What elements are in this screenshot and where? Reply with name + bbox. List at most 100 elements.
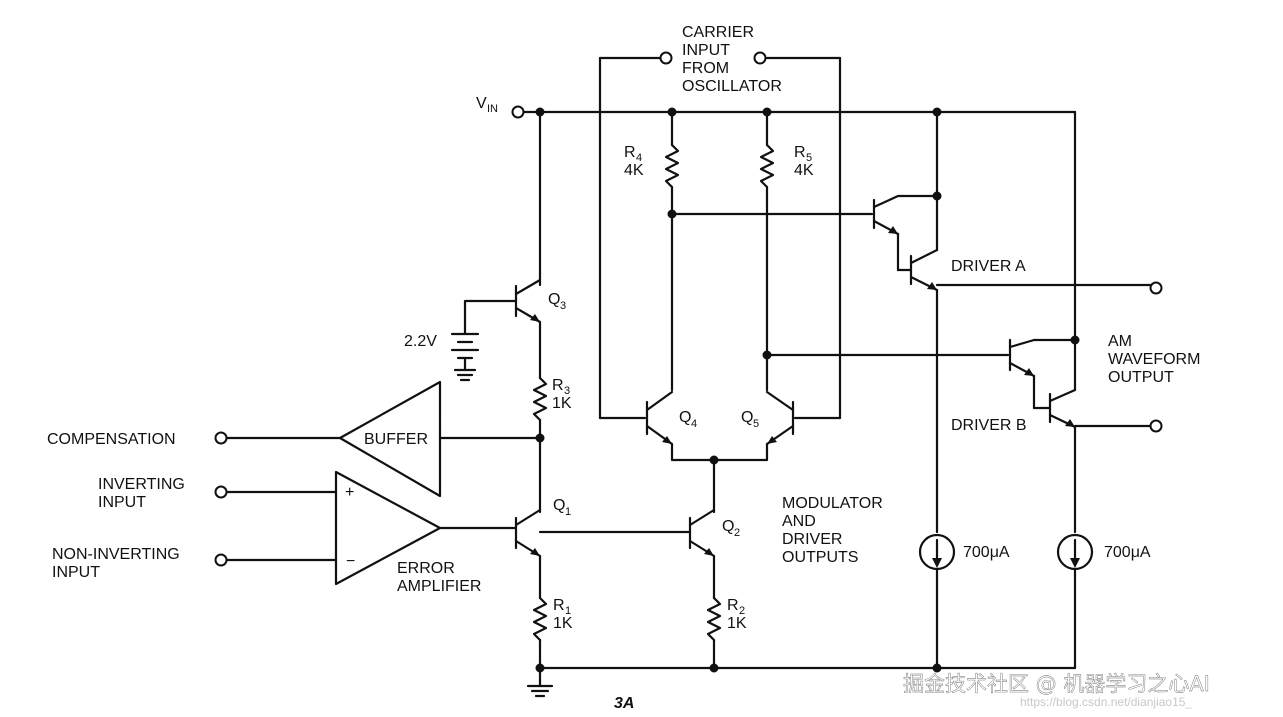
inverting-input-terminal[interactable]	[214, 485, 228, 499]
svg-text:MODULATOR: MODULATOR	[782, 495, 883, 512]
inverting-label: INVERTING INPUT	[98, 476, 185, 511]
svg-text:AM: AM	[1108, 333, 1132, 350]
svg-text:INPUT: INPUT	[52, 564, 100, 581]
svg-text:NON-INVERTING: NON-INVERTING	[52, 546, 180, 563]
q5-transistor	[765, 390, 795, 446]
q4-label: Q 4	[679, 409, 697, 430]
am-output-label: AM WAVEFORM OUTPUT	[1108, 333, 1200, 386]
svg-text:R: R	[552, 377, 564, 394]
r4-label: R 4 4K	[624, 144, 644, 179]
svg-text:OUTPUT: OUTPUT	[1108, 369, 1174, 386]
svg-text:4K: 4K	[794, 162, 814, 179]
svg-text:IN: IN	[487, 103, 498, 115]
r2-resistor	[706, 554, 722, 670]
q2-label: Q 2	[722, 518, 740, 539]
buffer-label: BUFFER	[364, 431, 428, 448]
noninverting-label: NON-INVERTING INPUT	[52, 546, 180, 581]
compensation-label: COMPENSATION	[47, 431, 176, 448]
r2-label: R 2 1K	[727, 597, 747, 632]
r5-resistor	[759, 110, 775, 392]
current-source-b	[1056, 425, 1094, 670]
battery-label: 2.2V	[404, 333, 437, 350]
r1-label: R 1 1K	[553, 597, 573, 632]
r1-resistor	[532, 554, 548, 688]
driver-b-output-terminal[interactable]	[1149, 419, 1163, 433]
buffer-amplifier	[214, 380, 542, 498]
driver-a-label: DRIVER A	[951, 258, 1026, 275]
minus-sign: −	[346, 553, 355, 570]
watermark-url: https://blog.csdn.net/dianjiao15_	[1020, 695, 1192, 709]
svg-text:2: 2	[734, 527, 740, 539]
modulator-label: MODULATOR AND DRIVER OUTPUTS	[782, 495, 883, 566]
svg-text:3: 3	[564, 385, 570, 397]
q1-label: Q 1	[553, 497, 571, 518]
svg-text:1K: 1K	[552, 395, 572, 412]
r5-label: R 5 4K	[794, 144, 814, 179]
svg-text:OSCILLATOR: OSCILLATOR	[682, 78, 782, 95]
q5-label: Q 5	[741, 409, 759, 430]
vin-terminal[interactable]	[511, 105, 525, 119]
battery-2v2	[450, 332, 480, 382]
plus-sign: +	[345, 484, 354, 501]
svg-text:Q: Q	[548, 291, 560, 308]
q1-transistor	[438, 508, 542, 558]
svg-text:1K: 1K	[553, 615, 573, 632]
svg-text:R: R	[553, 597, 565, 614]
noninverting-input-terminal[interactable]	[214, 553, 228, 567]
svg-text:V: V	[476, 95, 487, 112]
vin-label: V IN	[476, 95, 498, 115]
svg-text:Q: Q	[679, 409, 691, 426]
driver-b-label: DRIVER B	[951, 417, 1027, 434]
svg-text:AND: AND	[782, 513, 816, 530]
svg-text:INVERTING: INVERTING	[98, 476, 185, 493]
svg-text:OUTPUTS: OUTPUTS	[782, 549, 858, 566]
svg-text:4K: 4K	[624, 162, 644, 179]
svg-text:R: R	[794, 144, 806, 161]
svg-text:1: 1	[565, 605, 571, 617]
svg-text:R: R	[624, 144, 636, 161]
svg-text:DRIVER: DRIVER	[782, 531, 842, 548]
svg-text:INPUT: INPUT	[98, 494, 146, 511]
watermark-text: 掘金技术社区 @ 机器学习之心AI	[903, 672, 1210, 696]
q3-label: Q 3	[548, 291, 566, 312]
current-b-label: 700μA	[1104, 544, 1151, 561]
svg-text:R: R	[727, 597, 739, 614]
current-source-a	[918, 288, 956, 670]
driver-a-darlington	[872, 110, 1163, 295]
svg-text:CARRIER: CARRIER	[682, 24, 754, 41]
error-amp-label: ERROR AMPLIFIER	[397, 560, 481, 595]
q2-transistor	[538, 508, 716, 558]
svg-text:WAVEFORM: WAVEFORM	[1108, 351, 1200, 368]
svg-text:5: 5	[753, 418, 759, 430]
r4-resistor	[664, 110, 680, 392]
q3-transistor	[463, 278, 542, 335]
driver-b-darlington	[1008, 110, 1163, 433]
svg-text:4: 4	[636, 152, 642, 164]
carrier-terminal-left[interactable]	[659, 51, 673, 65]
svg-text:Q: Q	[741, 409, 753, 426]
svg-text:INPUT: INPUT	[682, 42, 730, 59]
vin-rail	[522, 110, 1077, 287]
svg-text:1: 1	[565, 506, 571, 518]
svg-text:FROM: FROM	[682, 60, 729, 77]
svg-text:1K: 1K	[727, 615, 747, 632]
junction-dots	[535, 107, 1080, 673]
svg-text:3: 3	[560, 300, 566, 312]
svg-text:5: 5	[806, 152, 812, 164]
svg-text:Q: Q	[553, 497, 565, 514]
current-a-label: 700μA	[963, 544, 1010, 561]
r3-label: R 3 1K	[552, 377, 572, 412]
figure-label: 3A	[614, 695, 634, 712]
compensation-terminal[interactable]	[214, 431, 228, 445]
driver-a-output-terminal[interactable]	[1149, 281, 1163, 295]
svg-text:4: 4	[691, 418, 697, 430]
error-amplifier	[214, 470, 442, 586]
svg-text:ERROR: ERROR	[397, 560, 455, 577]
carrier-input-wiring	[598, 51, 842, 420]
ground-symbol	[526, 684, 554, 698]
carrier-terminal-right[interactable]	[753, 51, 767, 65]
q4-transistor	[645, 390, 674, 446]
svg-text:Q: Q	[722, 518, 734, 535]
carrier-label: CARRIER INPUT FROM OSCILLATOR	[682, 24, 782, 95]
svg-text:2: 2	[739, 605, 745, 617]
